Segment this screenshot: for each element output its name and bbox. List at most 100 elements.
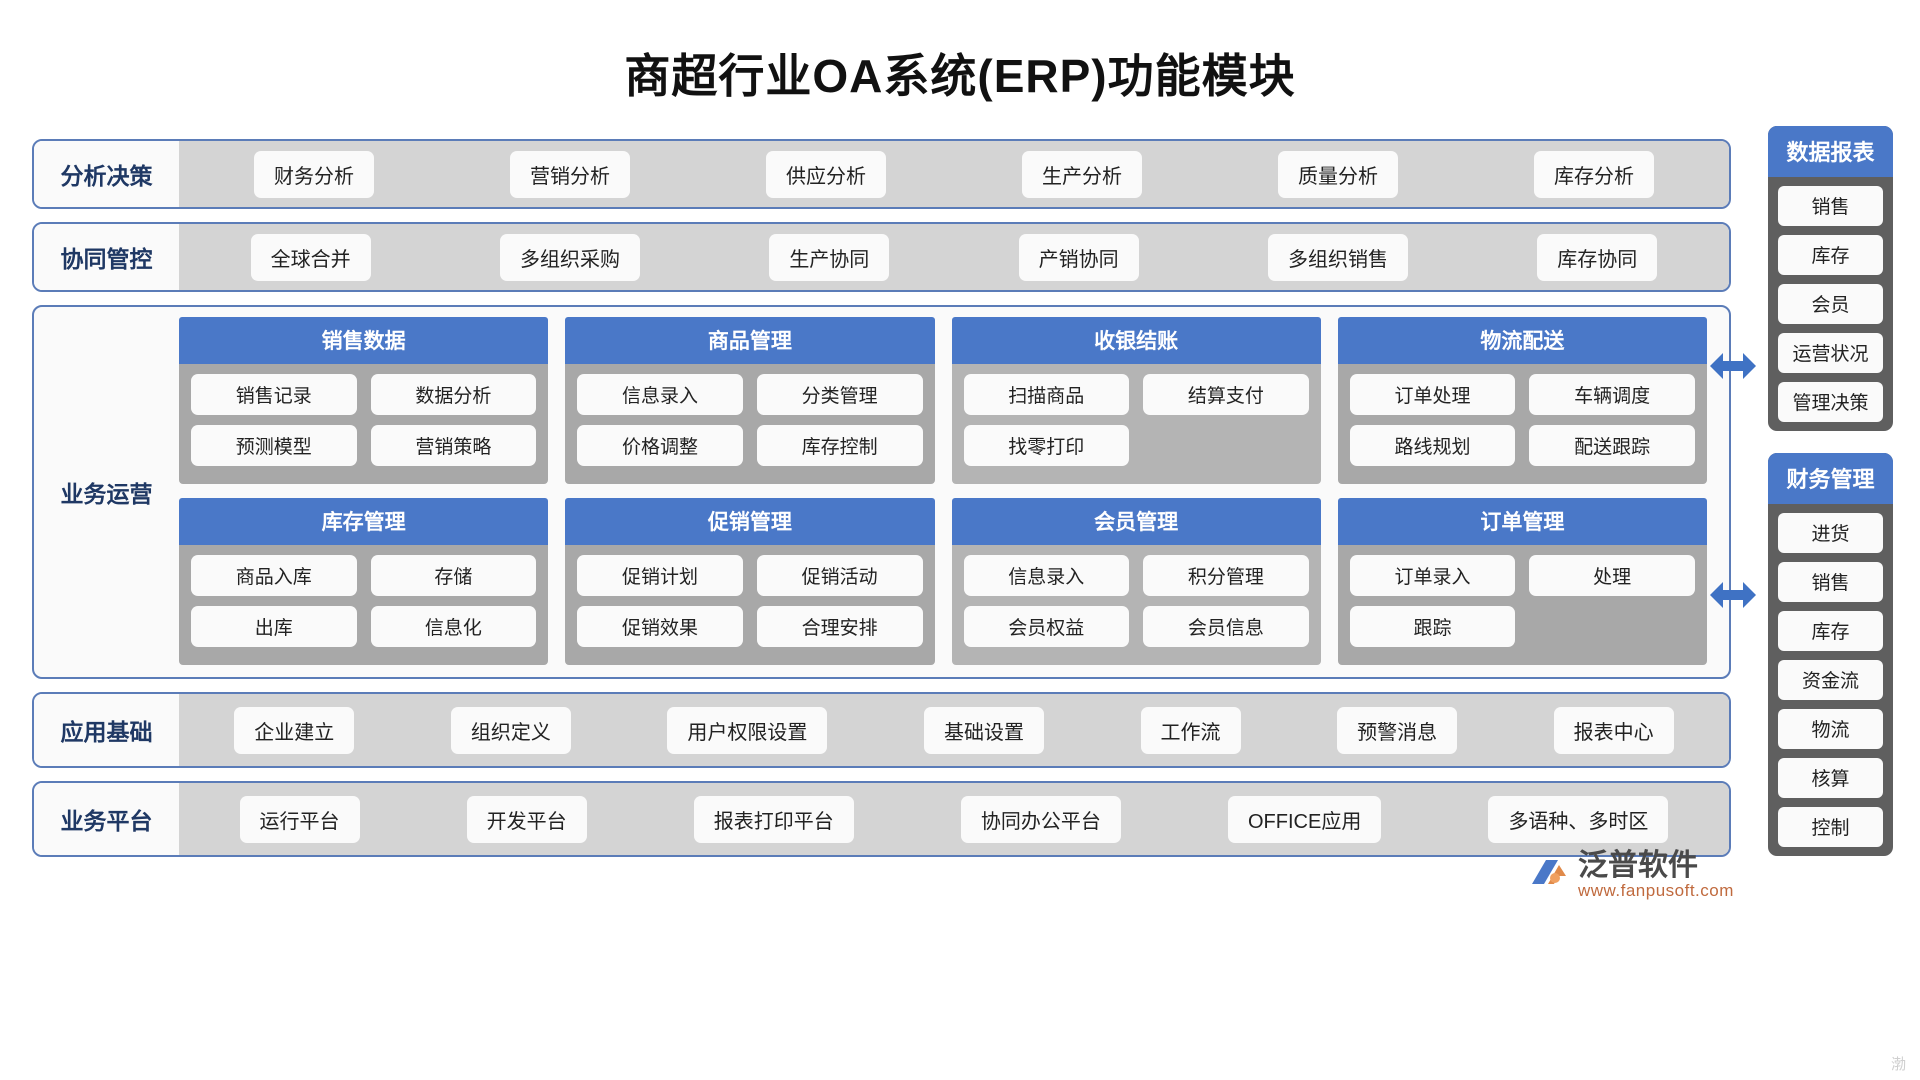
chip-item[interactable]: 促销计划 bbox=[577, 555, 743, 596]
pill-item[interactable]: 运行平台 bbox=[239, 795, 360, 843]
chip-item[interactable]: 销售记录 bbox=[191, 374, 357, 415]
band-label-operations: 业务运营 bbox=[60, 481, 153, 507]
chip-item[interactable]: 跟踪 bbox=[1349, 606, 1516, 647]
chip-item[interactable]: 促销活动 bbox=[756, 555, 923, 596]
chip-item[interactable]: 数据分析 bbox=[370, 374, 537, 415]
sidebar-item[interactable]: 核算 bbox=[1778, 758, 1883, 798]
sidebar-item[interactable]: 运营状况 bbox=[1778, 333, 1883, 373]
page-title: 商超行业OA系统(ERP)功能模块 bbox=[624, 50, 1296, 102]
chip-item[interactable]: 促销效果 bbox=[577, 606, 743, 647]
sidebar-item[interactable]: 管理决策 bbox=[1778, 382, 1883, 422]
module-card-promotion: 促销管理 促销计划 促销活动 促销效果 合理安排 bbox=[565, 498, 935, 665]
pill-item[interactable]: 多组织销售 bbox=[1267, 233, 1408, 281]
card-title: 物流配送 bbox=[1337, 317, 1707, 364]
pill-item[interactable]: 用户权限设置 bbox=[667, 706, 828, 754]
card-title: 库存管理 bbox=[179, 498, 549, 545]
brand-text: 泛普软件 www.fanpusoft.com bbox=[1578, 850, 1734, 899]
panel-title: 数据报表 bbox=[1768, 126, 1893, 177]
module-card-sales-data: 销售数据 销售记录 数据分析 预测模型 营销策略 bbox=[179, 317, 549, 484]
chip-item[interactable]: 找零打印 bbox=[963, 425, 1130, 466]
band-label-application-foundation: 应用基础 bbox=[34, 694, 179, 766]
sidebar-item[interactable]: 库存 bbox=[1778, 611, 1883, 651]
sidebar-item[interactable]: 销售 bbox=[1778, 186, 1883, 226]
pill-item[interactable]: 预警消息 bbox=[1337, 706, 1458, 754]
card-items: 订单处理 车辆调度 路线规划 配送跟踪 bbox=[1337, 364, 1707, 484]
chip-item[interactable]: 出库 bbox=[191, 606, 357, 647]
card-items: 扫描商品 结算支付 找零打印 bbox=[951, 364, 1321, 484]
pill-item[interactable]: 生产协同 bbox=[769, 233, 890, 281]
chip-item[interactable]: 积分管理 bbox=[1143, 555, 1309, 596]
sidebar-item[interactable]: 进货 bbox=[1778, 513, 1883, 553]
chip-item[interactable]: 价格调整 bbox=[577, 425, 743, 466]
pill-item[interactable]: 供应分析 bbox=[766, 150, 886, 198]
chip-item[interactable]: 分类管理 bbox=[756, 374, 923, 415]
pill-item[interactable]: 生产分析 bbox=[1022, 150, 1142, 198]
pill-item[interactable]: 企业建立 bbox=[234, 706, 355, 754]
pill-item[interactable]: 开发平台 bbox=[466, 795, 587, 843]
card-title: 商品管理 bbox=[565, 317, 935, 364]
double-arrow-icon bbox=[1710, 349, 1756, 383]
chip-item[interactable]: 预测模型 bbox=[191, 425, 357, 466]
card-items: 订单录入 处理 跟踪 bbox=[1337, 545, 1707, 665]
chip-item[interactable]: 会员信息 bbox=[1143, 606, 1309, 647]
chip-item[interactable]: 合理安排 bbox=[756, 606, 923, 647]
chip-item[interactable]: 配送跟踪 bbox=[1529, 425, 1695, 466]
pill-item[interactable]: 报表打印平台 bbox=[693, 795, 854, 843]
card-title: 收银结账 bbox=[951, 317, 1321, 364]
chip-item[interactable]: 信息录入 bbox=[963, 555, 1130, 596]
chip-item[interactable]: 信息录入 bbox=[577, 374, 743, 415]
pill-item[interactable]: 多组织采购 bbox=[499, 233, 640, 281]
chip-item[interactable]: 营销策略 bbox=[370, 425, 537, 466]
chip-item[interactable]: 路线规划 bbox=[1349, 425, 1516, 466]
operations-grid: 销售数据 销售记录 数据分析 预测模型 营销策略 商品管理 信息录入 分类管理 … bbox=[179, 307, 1729, 677]
band-collaboration: 协同管控 全球合并 多组织采购 生产协同 产销协同 多组织销售 库存协同 bbox=[32, 222, 1731, 292]
chip-item[interactable]: 扫描商品 bbox=[963, 374, 1130, 415]
band-business-platform: 业务平台 运行平台 开发平台 报表打印平台 协同办公平台 OFFICE应用 多语… bbox=[32, 781, 1731, 857]
pill-item[interactable]: 组织定义 bbox=[450, 706, 571, 754]
card-title: 销售数据 bbox=[179, 317, 549, 364]
module-card-order: 订单管理 订单录入 处理 跟踪 bbox=[1337, 498, 1707, 665]
chip-item[interactable]: 订单录入 bbox=[1349, 555, 1516, 596]
pill-item[interactable]: 多语种、多时区 bbox=[1488, 795, 1669, 843]
band-items-collaboration: 全球合并 多组织采购 生产协同 产销协同 多组织销售 库存协同 bbox=[179, 224, 1729, 290]
pill-item[interactable]: 全球合并 bbox=[250, 233, 371, 281]
pill-item[interactable]: 协同办公平台 bbox=[960, 795, 1121, 843]
pill-item[interactable]: 报表中心 bbox=[1553, 706, 1674, 754]
pill-item[interactable]: 库存协同 bbox=[1537, 233, 1658, 281]
pill-item[interactable]: 营销分析 bbox=[510, 150, 630, 198]
right-sidebar: 数据报表 销售 库存 会员 运营状况 管理决策 财务管理 进货 销售 库存 资金… bbox=[1768, 126, 1893, 878]
pill-item[interactable]: 质量分析 bbox=[1278, 150, 1398, 198]
chip-item[interactable]: 存储 bbox=[370, 555, 537, 596]
chip-item[interactable]: 订单处理 bbox=[1349, 374, 1516, 415]
pill-item[interactable]: 库存分析 bbox=[1534, 150, 1654, 198]
brand-name: 泛普软件 bbox=[1578, 849, 1698, 883]
module-card-logistics: 物流配送 订单处理 车辆调度 路线规划 配送跟踪 bbox=[1337, 317, 1707, 484]
pill-item[interactable]: 工作流 bbox=[1140, 706, 1241, 754]
sidebar-item[interactable]: 控制 bbox=[1778, 807, 1883, 847]
sidebar-item[interactable]: 库存 bbox=[1778, 235, 1883, 275]
sidebar-item[interactable]: 物流 bbox=[1778, 709, 1883, 749]
sidebar-item[interactable]: 会员 bbox=[1778, 284, 1883, 324]
chip-item[interactable]: 处理 bbox=[1529, 555, 1695, 596]
chip-item[interactable]: 车辆调度 bbox=[1529, 374, 1695, 415]
sidebar-item[interactable]: 资金流 bbox=[1778, 660, 1883, 700]
chip-item[interactable]: 会员权益 bbox=[963, 606, 1130, 647]
chip-item[interactable]: 结算支付 bbox=[1143, 374, 1309, 415]
pill-item[interactable]: 财务分析 bbox=[254, 150, 374, 198]
pill-item[interactable]: 产销协同 bbox=[1018, 233, 1139, 281]
band-label-business-platform: 业务平台 bbox=[34, 783, 179, 855]
card-items: 促销计划 促销活动 促销效果 合理安排 bbox=[565, 545, 935, 665]
chip-item[interactable]: 库存控制 bbox=[756, 425, 923, 466]
sidebar-panel-finance: 财务管理 进货 销售 库存 资金流 物流 核算 控制 bbox=[1768, 453, 1893, 856]
pill-item[interactable]: 基础设置 bbox=[923, 706, 1044, 754]
card-items: 商品入库 存储 出库 信息化 bbox=[179, 545, 549, 665]
chip-item[interactable]: 信息化 bbox=[370, 606, 537, 647]
chip-item[interactable]: 商品入库 bbox=[191, 555, 357, 596]
pill-item[interactable]: OFFICE应用 bbox=[1227, 795, 1382, 843]
panel-title: 财务管理 bbox=[1768, 453, 1893, 504]
main-column: 分析决策 财务分析 营销分析 供应分析 生产分析 质量分析 库存分析 协同管控 … bbox=[32, 139, 1731, 870]
sidebar-item[interactable]: 销售 bbox=[1778, 562, 1883, 602]
band-items-application-foundation: 企业建立 组织定义 用户权限设置 基础设置 工作流 预警消息 报表中心 bbox=[179, 694, 1729, 766]
card-title: 促销管理 bbox=[565, 498, 935, 545]
band-application-foundation: 应用基础 企业建立 组织定义 用户权限设置 基础设置 工作流 预警消息 报表中心 bbox=[32, 692, 1731, 768]
